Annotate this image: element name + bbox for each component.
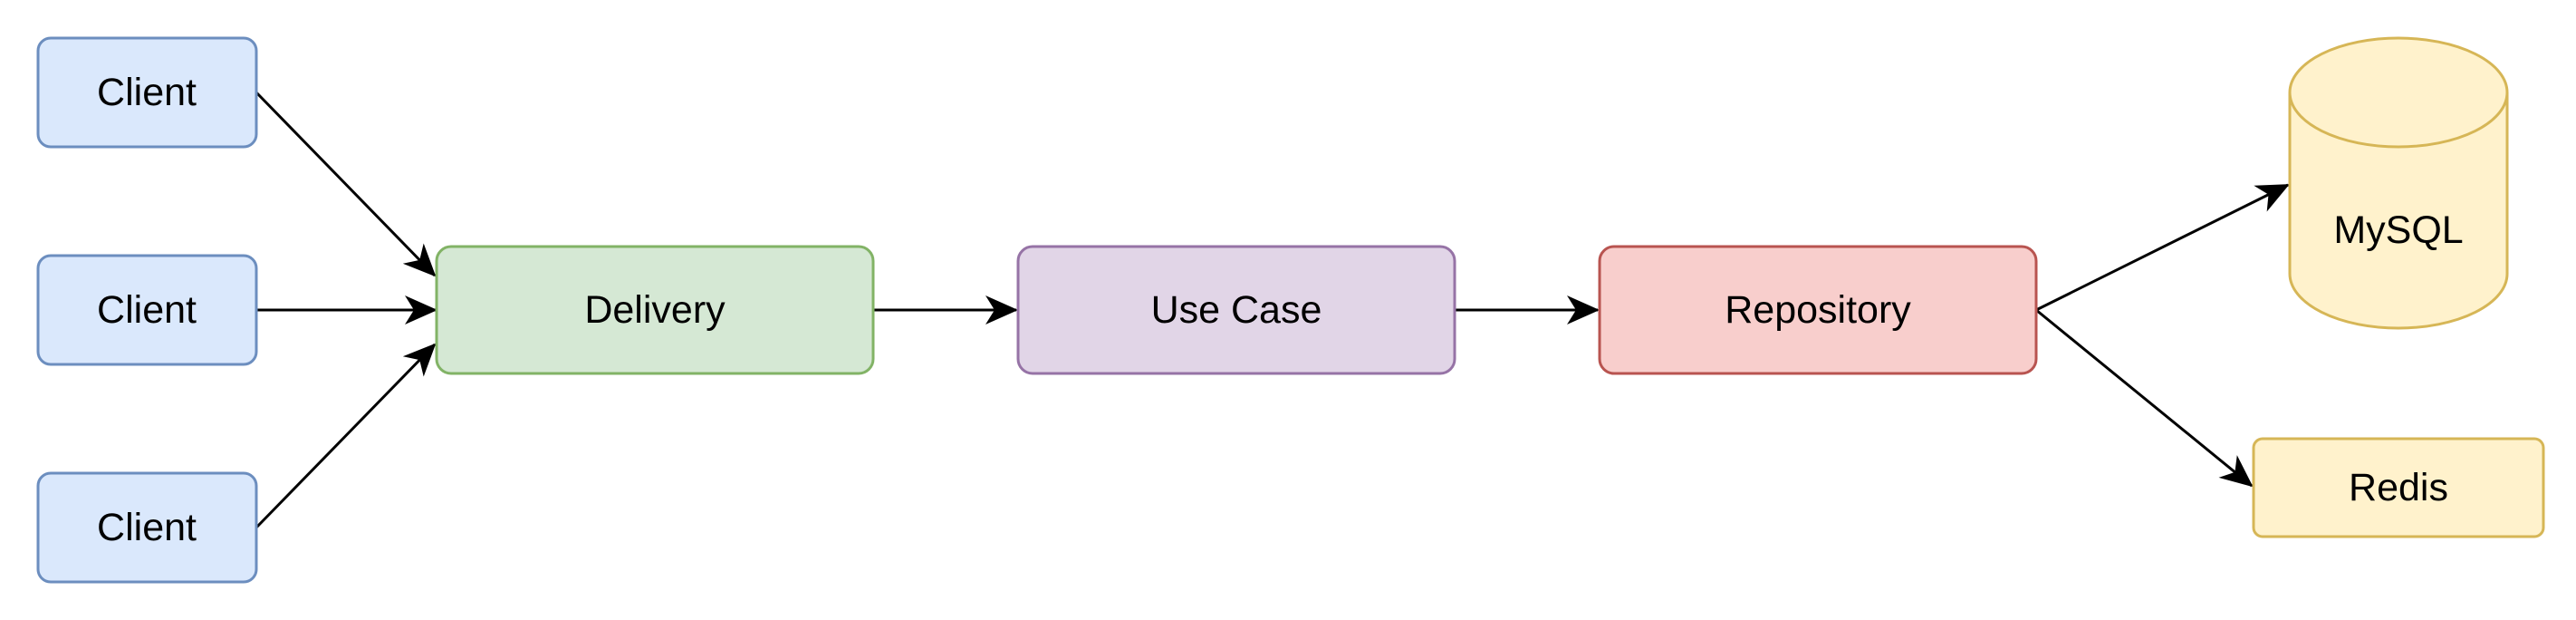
database-cylinder-top	[2288, 36, 2509, 149]
edge-repository-to-mysql	[2035, 183, 2290, 312]
use-case-node[interactable]: Use Case	[1016, 245, 1456, 375]
edges	[255, 91, 2290, 529]
client-node-1-label: Client	[97, 71, 197, 114]
delivery-node-label: Delivery	[584, 288, 726, 332]
redis-node[interactable]: Redis	[2252, 437, 2545, 538]
mysql-database-node[interactable]: MySQL	[2288, 36, 2509, 330]
repository-node[interactable]: Repository	[1598, 245, 2038, 375]
use-case-node-label: Use Case	[1151, 288, 1322, 332]
client-node-2-label: Client	[97, 288, 197, 332]
edge-client-1-to-delivery	[255, 91, 437, 277]
client-node-2[interactable]: Client	[36, 254, 258, 366]
client-node-3-label: Client	[97, 506, 197, 549]
delivery-node[interactable]: Delivery	[435, 245, 875, 375]
client-node-3[interactable]: Client	[36, 471, 258, 584]
redis-node-label: Redis	[2349, 466, 2448, 509]
database-cylinder-icon	[2288, 92, 2509, 330]
mysql-node-label: MySQL	[2333, 208, 2463, 252]
client-node-1[interactable]: Client	[36, 36, 258, 149]
edge-repository-to-redis	[2035, 308, 2254, 488]
repository-node-label: Repository	[1725, 288, 1911, 332]
edge-client-3-to-delivery	[255, 343, 437, 529]
